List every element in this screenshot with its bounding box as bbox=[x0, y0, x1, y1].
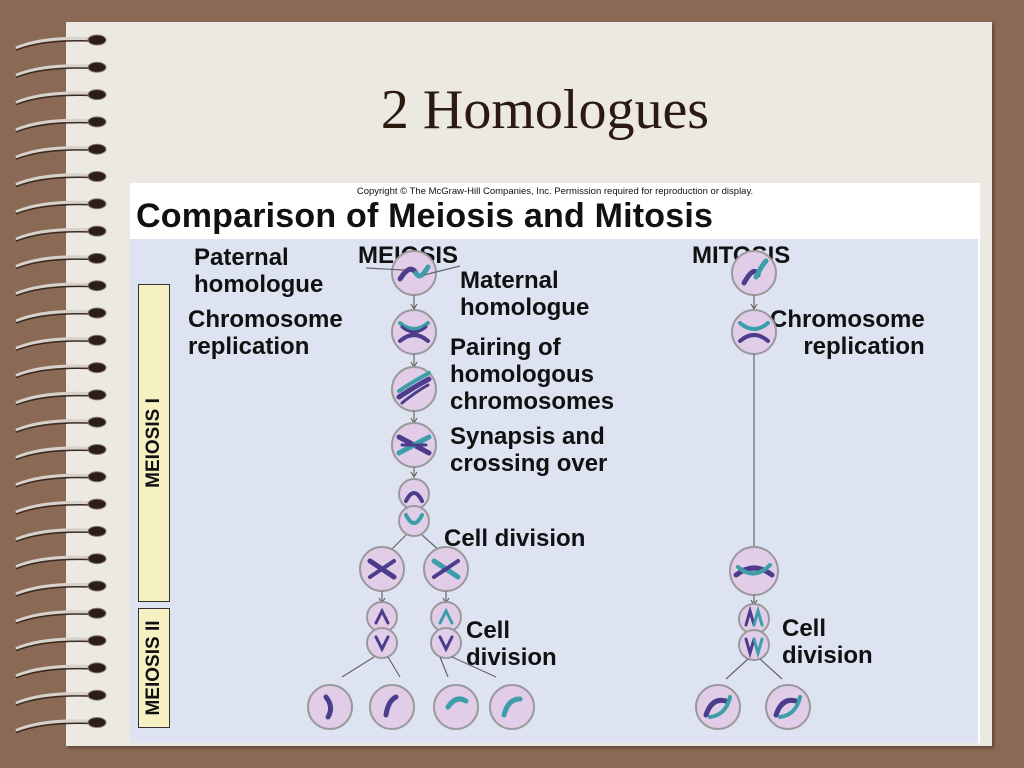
spiral-ring bbox=[15, 525, 107, 543]
spiral-ring bbox=[15, 198, 107, 215]
meiosis-1-bar: MEIOSIS I bbox=[138, 284, 170, 602]
chromatid bbox=[374, 635, 390, 653]
gamete-cell-4 bbox=[489, 684, 535, 730]
spiral-ring bbox=[15, 34, 107, 51]
paternal-pointer bbox=[365, 267, 405, 271]
mitosis-chromosome bbox=[733, 565, 775, 578]
spiral-ring bbox=[15, 280, 107, 297]
spiral-ring bbox=[15, 225, 107, 242]
spiral-ring bbox=[15, 61, 107, 78]
spiral-ring bbox=[15, 580, 107, 597]
spiral-ring bbox=[15, 252, 107, 270]
slide-title: 2 Homologues bbox=[380, 79, 710, 141]
spiral-ring bbox=[15, 553, 107, 570]
daughter-chromosome bbox=[703, 697, 729, 718]
daughter-chromosome bbox=[708, 695, 732, 719]
mitosis-arrow-d2 bbox=[759, 658, 783, 680]
gamete-cell-2 bbox=[369, 684, 415, 730]
maternal-pointer bbox=[423, 265, 461, 276]
chromatid bbox=[438, 607, 454, 625]
mitosis-arrow-d1 bbox=[725, 658, 749, 680]
meiosis-2-dividing-bottom bbox=[366, 627, 398, 659]
mitosis-chromatid bbox=[744, 637, 756, 659]
mitosis-chromatid bbox=[752, 637, 764, 659]
mitosis-daughter-1 bbox=[695, 684, 741, 730]
spiral-ring bbox=[15, 307, 107, 324]
arrow-split-left bbox=[389, 534, 407, 552]
separating-chromosome bbox=[404, 513, 424, 525]
mitosis-chromatid bbox=[738, 333, 770, 343]
paired-chromosome bbox=[397, 371, 431, 393]
replicated-chromatid bbox=[400, 325, 428, 334]
spiral-ring bbox=[15, 171, 107, 188]
spiral-ring bbox=[15, 444, 107, 461]
gamete-cell-3 bbox=[433, 684, 479, 730]
gamete-chromosome bbox=[445, 696, 469, 710]
spiral-ring bbox=[15, 607, 107, 624]
arrow-g3 bbox=[439, 656, 449, 678]
paired-chromosome bbox=[396, 376, 432, 400]
copyright-notice: Copyright © The McGraw-Hill Companies, I… bbox=[356, 186, 754, 197]
mitosis-cell-2 bbox=[731, 309, 777, 355]
mitosis-chromosome bbox=[736, 563, 772, 576]
maternal-chromosome bbox=[413, 264, 431, 279]
arrow-g1 bbox=[341, 656, 375, 678]
arrow-g4 bbox=[451, 656, 497, 678]
mitosis-chromatid bbox=[738, 321, 770, 331]
meiosis-2-dividing-bottom bbox=[430, 627, 462, 659]
mitosis-chromatid bbox=[744, 605, 756, 627]
spiral-ring bbox=[15, 717, 107, 734]
chromosome bbox=[432, 559, 460, 579]
chromatid bbox=[374, 607, 390, 625]
replicated-chromatid bbox=[398, 333, 430, 343]
arrow-head-4 bbox=[410, 471, 418, 479]
gamete-chromosome bbox=[323, 694, 334, 720]
separating-chromosome bbox=[404, 491, 424, 503]
spiral-binding bbox=[15, 34, 107, 734]
spiral-ring bbox=[15, 89, 107, 106]
daughter-chromosome bbox=[773, 697, 799, 718]
spiral-ring bbox=[15, 143, 107, 160]
spiral-ring bbox=[15, 334, 107, 351]
gamete-chromosome bbox=[383, 694, 399, 718]
mitosis-cell-3 bbox=[729, 546, 779, 596]
arrow-g2 bbox=[387, 656, 401, 678]
figure-title: Comparison of Meiosis and Mitosis bbox=[136, 197, 714, 235]
chromosome bbox=[368, 559, 396, 579]
spiral-ring bbox=[15, 689, 107, 706]
spiral-ring bbox=[15, 389, 107, 406]
spiral-ring bbox=[15, 471, 107, 488]
spiral-ring bbox=[15, 116, 107, 133]
spiral-ring bbox=[15, 416, 107, 433]
replicated-chromatid bbox=[398, 321, 430, 331]
daughter-chromosome bbox=[778, 695, 802, 719]
cell-diagram bbox=[307, 250, 811, 730]
mitosis-chromosome bbox=[753, 258, 769, 280]
mitosis-dividing-bottom bbox=[738, 629, 770, 661]
diagram-panel: MEIOSIS I MEIOSIS II MEIOSIS MITOSIS Pat… bbox=[130, 239, 978, 743]
gamete-chromosome bbox=[501, 696, 523, 718]
spiral-ring bbox=[15, 362, 107, 379]
mitosis-daughter-2 bbox=[765, 684, 811, 730]
meiosis-2-bar: MEIOSIS II bbox=[138, 608, 170, 728]
spiral-ring bbox=[15, 498, 107, 515]
paired-chromosome bbox=[400, 383, 430, 405]
mitosis-chromatid bbox=[752, 605, 764, 627]
chromatid bbox=[438, 635, 454, 653]
spiral-ring bbox=[15, 662, 107, 679]
spiral-ring bbox=[15, 635, 107, 652]
label-cell-division-1: Cell division bbox=[444, 525, 586, 552]
comparison-figure: Copyright © The McGraw-Hill Companies, I… bbox=[130, 183, 980, 743]
